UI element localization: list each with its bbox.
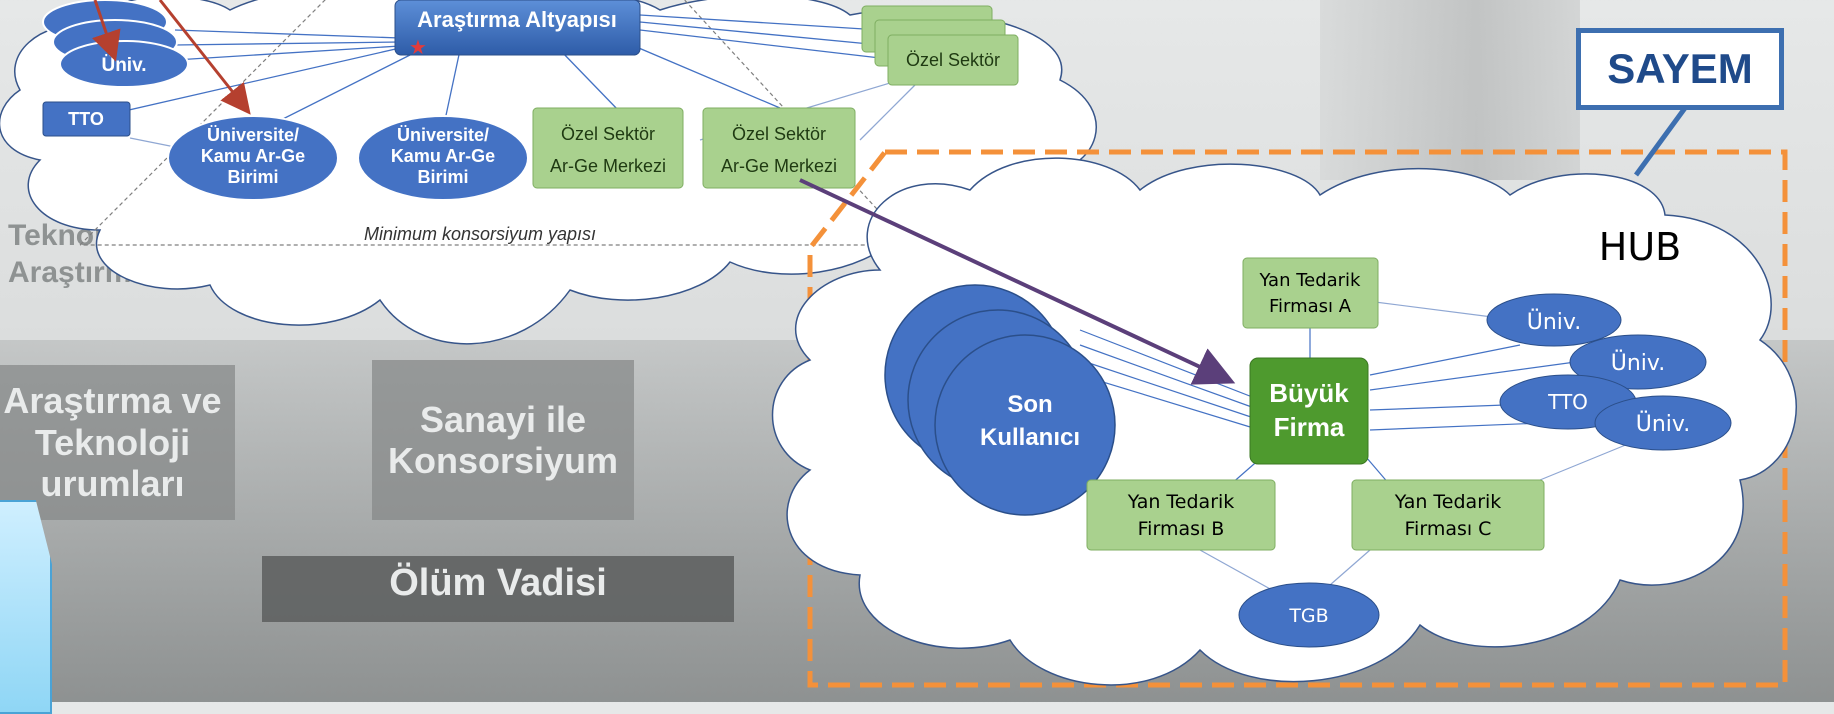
svg-text:Birimi: Birimi xyxy=(417,167,468,187)
svg-text:Firması C: Firması C xyxy=(1405,518,1492,540)
svg-text:Ar-Ge Merkezi: Ar-Ge Merkezi xyxy=(550,156,666,176)
univ-kamu-node-2: Üniversite/ Kamu Ar-Ge Birimi xyxy=(357,115,529,201)
left-cyan-shape xyxy=(0,500,52,714)
yan-tedarik-a-node: Yan Tedarik Firması A xyxy=(1242,257,1379,329)
svg-text:Son: Son xyxy=(1007,391,1052,418)
svg-text:TGB: TGB xyxy=(1288,605,1328,627)
red-arrows xyxy=(92,0,251,115)
arastirma-altyapisi-label: Araştırma Altyapısı xyxy=(417,7,617,32)
svg-text:TTO: TTO xyxy=(1547,390,1588,414)
bg-box-sanayi: Sanayi ile Konsorsiyum xyxy=(372,360,634,520)
svg-text:Firma: Firma xyxy=(1274,412,1345,442)
svg-text:Üniv.: Üniv. xyxy=(1636,411,1690,437)
univ-node-3: Üniv. xyxy=(1594,395,1732,451)
svg-text:Özel Sektör: Özel Sektör xyxy=(906,50,1000,70)
svg-text:Üniv.: Üniv. xyxy=(1527,309,1581,335)
hub-label: HUB xyxy=(1599,225,1681,269)
svg-text:Kamu Ar-Ge: Kamu Ar-Ge xyxy=(391,146,495,166)
ozel-sektor-stack: Özel Sektör xyxy=(861,5,1019,86)
svg-text:Yan Tedarik: Yan Tedarik xyxy=(1259,270,1362,291)
univ-small-label: Üniv. xyxy=(101,55,146,76)
bg-box-olum-vadisi: Ölüm Vadisi xyxy=(262,556,734,622)
univ-kamu-node-1: Üniversite/ Kamu Ar-Ge Birimi xyxy=(167,115,339,201)
svg-text:Kullanıcı: Kullanıcı xyxy=(980,424,1080,451)
yan-tedarik-c-node: Yan Tedarik Firması C xyxy=(1351,479,1545,551)
top-connectors xyxy=(119,14,921,149)
buyuk-firma-node: Büyük Firma xyxy=(1249,357,1369,465)
tto-node-top: TTO xyxy=(42,101,131,137)
svg-text:Yan Tedarik: Yan Tedarik xyxy=(1127,491,1235,513)
star-icon: ★ xyxy=(409,37,427,59)
univ-node-1: Üniv. xyxy=(1486,293,1622,347)
sayem-callout: SAYEM xyxy=(1576,28,1784,110)
svg-text:Özel Sektör: Özel Sektör xyxy=(732,124,826,144)
svg-text:Ar-Ge Merkezi: Ar-Ge Merkezi xyxy=(721,156,837,176)
arastirma-altyapisi-node: Araştırma Altyapısı ★ xyxy=(394,0,641,59)
min-konsorsiyum-footnote: Minimum konsorsiyum yapısı xyxy=(364,224,596,244)
ozel-arge-node-2: Özel Sektör Ar-Ge Merkezi xyxy=(702,107,856,189)
purple-arrow xyxy=(799,178,1236,385)
svg-text:Üniv.: Üniv. xyxy=(1611,350,1665,376)
svg-text:Üniversite/: Üniversite/ xyxy=(397,125,489,145)
ozel-arge-node-1: Özel Sektör Ar-Ge Merkezi xyxy=(532,107,684,189)
svg-text:Özel Sektör: Özel Sektör xyxy=(561,124,655,144)
svg-text:Üniversite/: Üniversite/ xyxy=(207,125,299,145)
svg-text:TTO: TTO xyxy=(68,109,104,129)
svg-text:Yan Tedarik: Yan Tedarik xyxy=(1394,491,1502,513)
sayem-pointer xyxy=(1633,106,1688,177)
svg-text:Birimi: Birimi xyxy=(227,167,278,187)
svg-text:Büyük: Büyük xyxy=(1269,378,1349,408)
son-kullanici-stack: Son Kullanıcı xyxy=(884,284,1116,516)
svg-text:Firması A: Firması A xyxy=(1269,296,1352,317)
svg-text:Firması B: Firması B xyxy=(1138,518,1225,540)
tgb-node: TGB xyxy=(1238,582,1380,648)
yan-tedarik-b-node: Yan Tedarik Firması B xyxy=(1086,479,1276,551)
svg-text:Kamu Ar-Ge: Kamu Ar-Ge xyxy=(201,146,305,166)
bg-box-arastirma: Araştırma ve Teknoloji urumları xyxy=(0,365,235,520)
univ-node-2: Üniv. xyxy=(1569,334,1707,390)
hub-dashed-frame xyxy=(807,149,1788,688)
